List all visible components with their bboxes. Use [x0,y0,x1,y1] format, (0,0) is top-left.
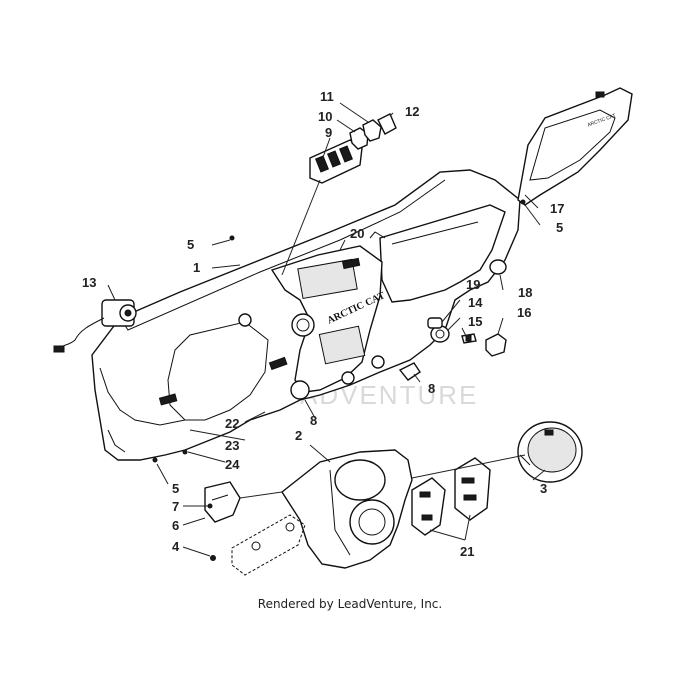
screw-24 [182,449,188,455]
screw-4 [210,555,216,561]
callout-8-bottom: 8 [310,413,317,428]
speedometer-gauge [517,421,583,483]
callout-labels: 1 2 3 4 5 5 5 6 7 8 8 9 10 11 12 13 14 1… [82,89,564,559]
decal-sheet-b [454,457,491,521]
dash-top-cover: ARCTIC CAT [517,87,633,206]
fastener-15 [461,333,477,344]
callout-24: 24 [225,457,240,472]
trim-ring-6 [204,481,241,523]
callout-10: 10 [318,109,332,124]
callout-17: 17 [550,201,564,216]
callout-14: 14 [468,295,483,310]
callout-2: 2 [295,428,302,443]
render-credit: Rendered by LeadVenture, Inc. [257,597,443,611]
callout-8-right: 8 [428,381,435,396]
screw-7 [207,503,213,509]
callout-19: 19 [466,277,480,292]
callout-9: 9 [325,125,332,140]
callout-5-bottom: 5 [172,481,179,496]
plug-19 [427,317,443,329]
callout-18: 18 [518,285,532,300]
switch-10 [349,127,369,150]
dashboard-main-panel: ARCTIC CAT [91,169,521,461]
switch-12 [377,113,397,135]
callout-20: 20 [350,226,364,241]
screw-5-bottom [152,457,158,463]
cap-18 [489,259,507,275]
callout-1: 1 [193,260,200,275]
callout-11: 11 [320,89,334,104]
gauge-bezel [281,449,413,569]
callout-7: 7 [172,499,179,514]
ignition-switch [53,299,137,353]
callout-16: 16 [517,305,531,320]
callout-6: 6 [172,518,179,533]
callout-5-top: 5 [187,237,194,252]
screw-5-top [229,235,235,241]
callout-23: 23 [225,438,239,453]
callout-15: 15 [468,314,482,329]
bracket-plate [231,514,306,576]
knob-8 [398,362,421,381]
callout-22: 22 [225,416,239,431]
leader-lines [107,102,546,557]
decal-sheet-a [411,477,446,536]
callout-3: 3 [540,481,547,496]
callout-4: 4 [172,539,180,554]
callout-21: 21 [460,544,474,559]
callout-12: 12 [405,104,419,119]
switch-panel [309,139,363,184]
knob-16 [485,333,507,357]
callout-13: 13 [82,275,96,290]
screw-5-right [520,199,526,205]
switch-11 [362,119,382,142]
callout-5-right: 5 [556,220,563,235]
